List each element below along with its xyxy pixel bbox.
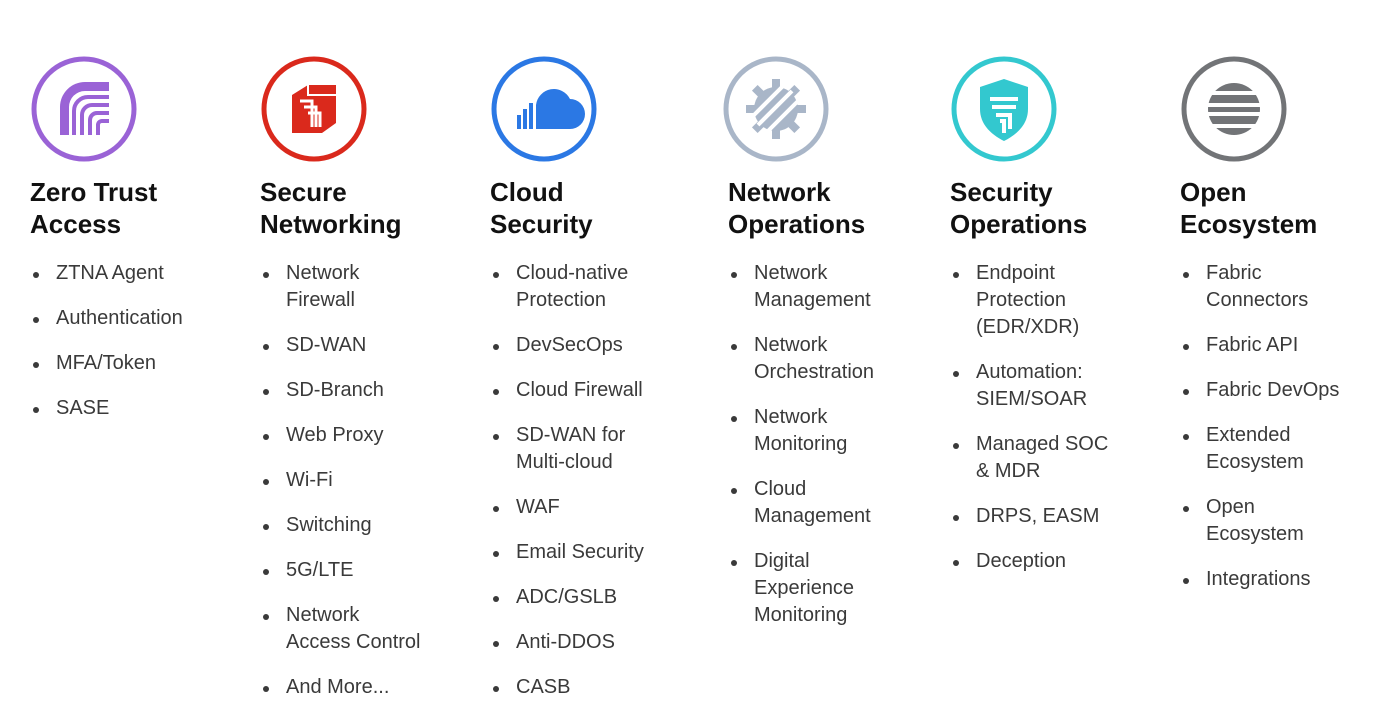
list-item: Managed SOC& MDR <box>950 431 1108 485</box>
list-item: Integrations <box>1180 566 1339 593</box>
zero-trust-access-icon <box>30 55 138 163</box>
list-item: Deception <box>950 548 1108 575</box>
column-title: Secure Networking <box>260 177 402 239</box>
list-item: MFA/Token <box>30 350 183 377</box>
list-item: Cloud Firewall <box>490 377 644 404</box>
list-item: Anti-DDOS <box>490 629 644 656</box>
network-operations-icon <box>722 55 830 163</box>
list-item: 5G/LTE <box>260 557 421 584</box>
column-title: Open Ecosystem <box>1180 177 1318 239</box>
list-item: SASE <box>30 395 183 422</box>
column-title: Cloud Security <box>490 177 593 239</box>
list-item: Wi-Fi <box>260 467 421 494</box>
list-item: Web Proxy <box>260 422 421 449</box>
list-item: Switching <box>260 512 421 539</box>
security-operations-icon <box>950 55 1058 163</box>
list-item: Authentication <box>30 305 183 332</box>
item-list: ZTNA Agent Authentication MFA/Token SASE <box>30 260 183 440</box>
list-item: ADC/GSLB <box>490 584 644 611</box>
list-item: And More... <box>260 674 421 701</box>
list-item: ZTNA Agent <box>30 260 183 287</box>
list-item: CASB <box>490 674 644 701</box>
open-ecosystem-icon <box>1180 55 1288 163</box>
list-item: Automation:SIEM/SOAR <box>950 359 1108 413</box>
list-item: Fabric DevOps <box>1180 377 1339 404</box>
list-item: WAF <box>490 494 644 521</box>
list-item: Email Security <box>490 539 644 566</box>
list-item: DRPS, EASM <box>950 503 1108 530</box>
list-item: SD-WAN <box>260 332 421 359</box>
list-item: DevSecOps <box>490 332 644 359</box>
list-item: SD-Branch <box>260 377 421 404</box>
cloud-security-icon <box>490 55 598 163</box>
column-title: Security Operations <box>950 177 1088 239</box>
column-title: Network Operations <box>728 177 866 239</box>
secure-networking-icon <box>260 55 368 163</box>
list-item: Fabric API <box>1180 332 1339 359</box>
column-title: Zero Trust Access <box>30 177 158 239</box>
